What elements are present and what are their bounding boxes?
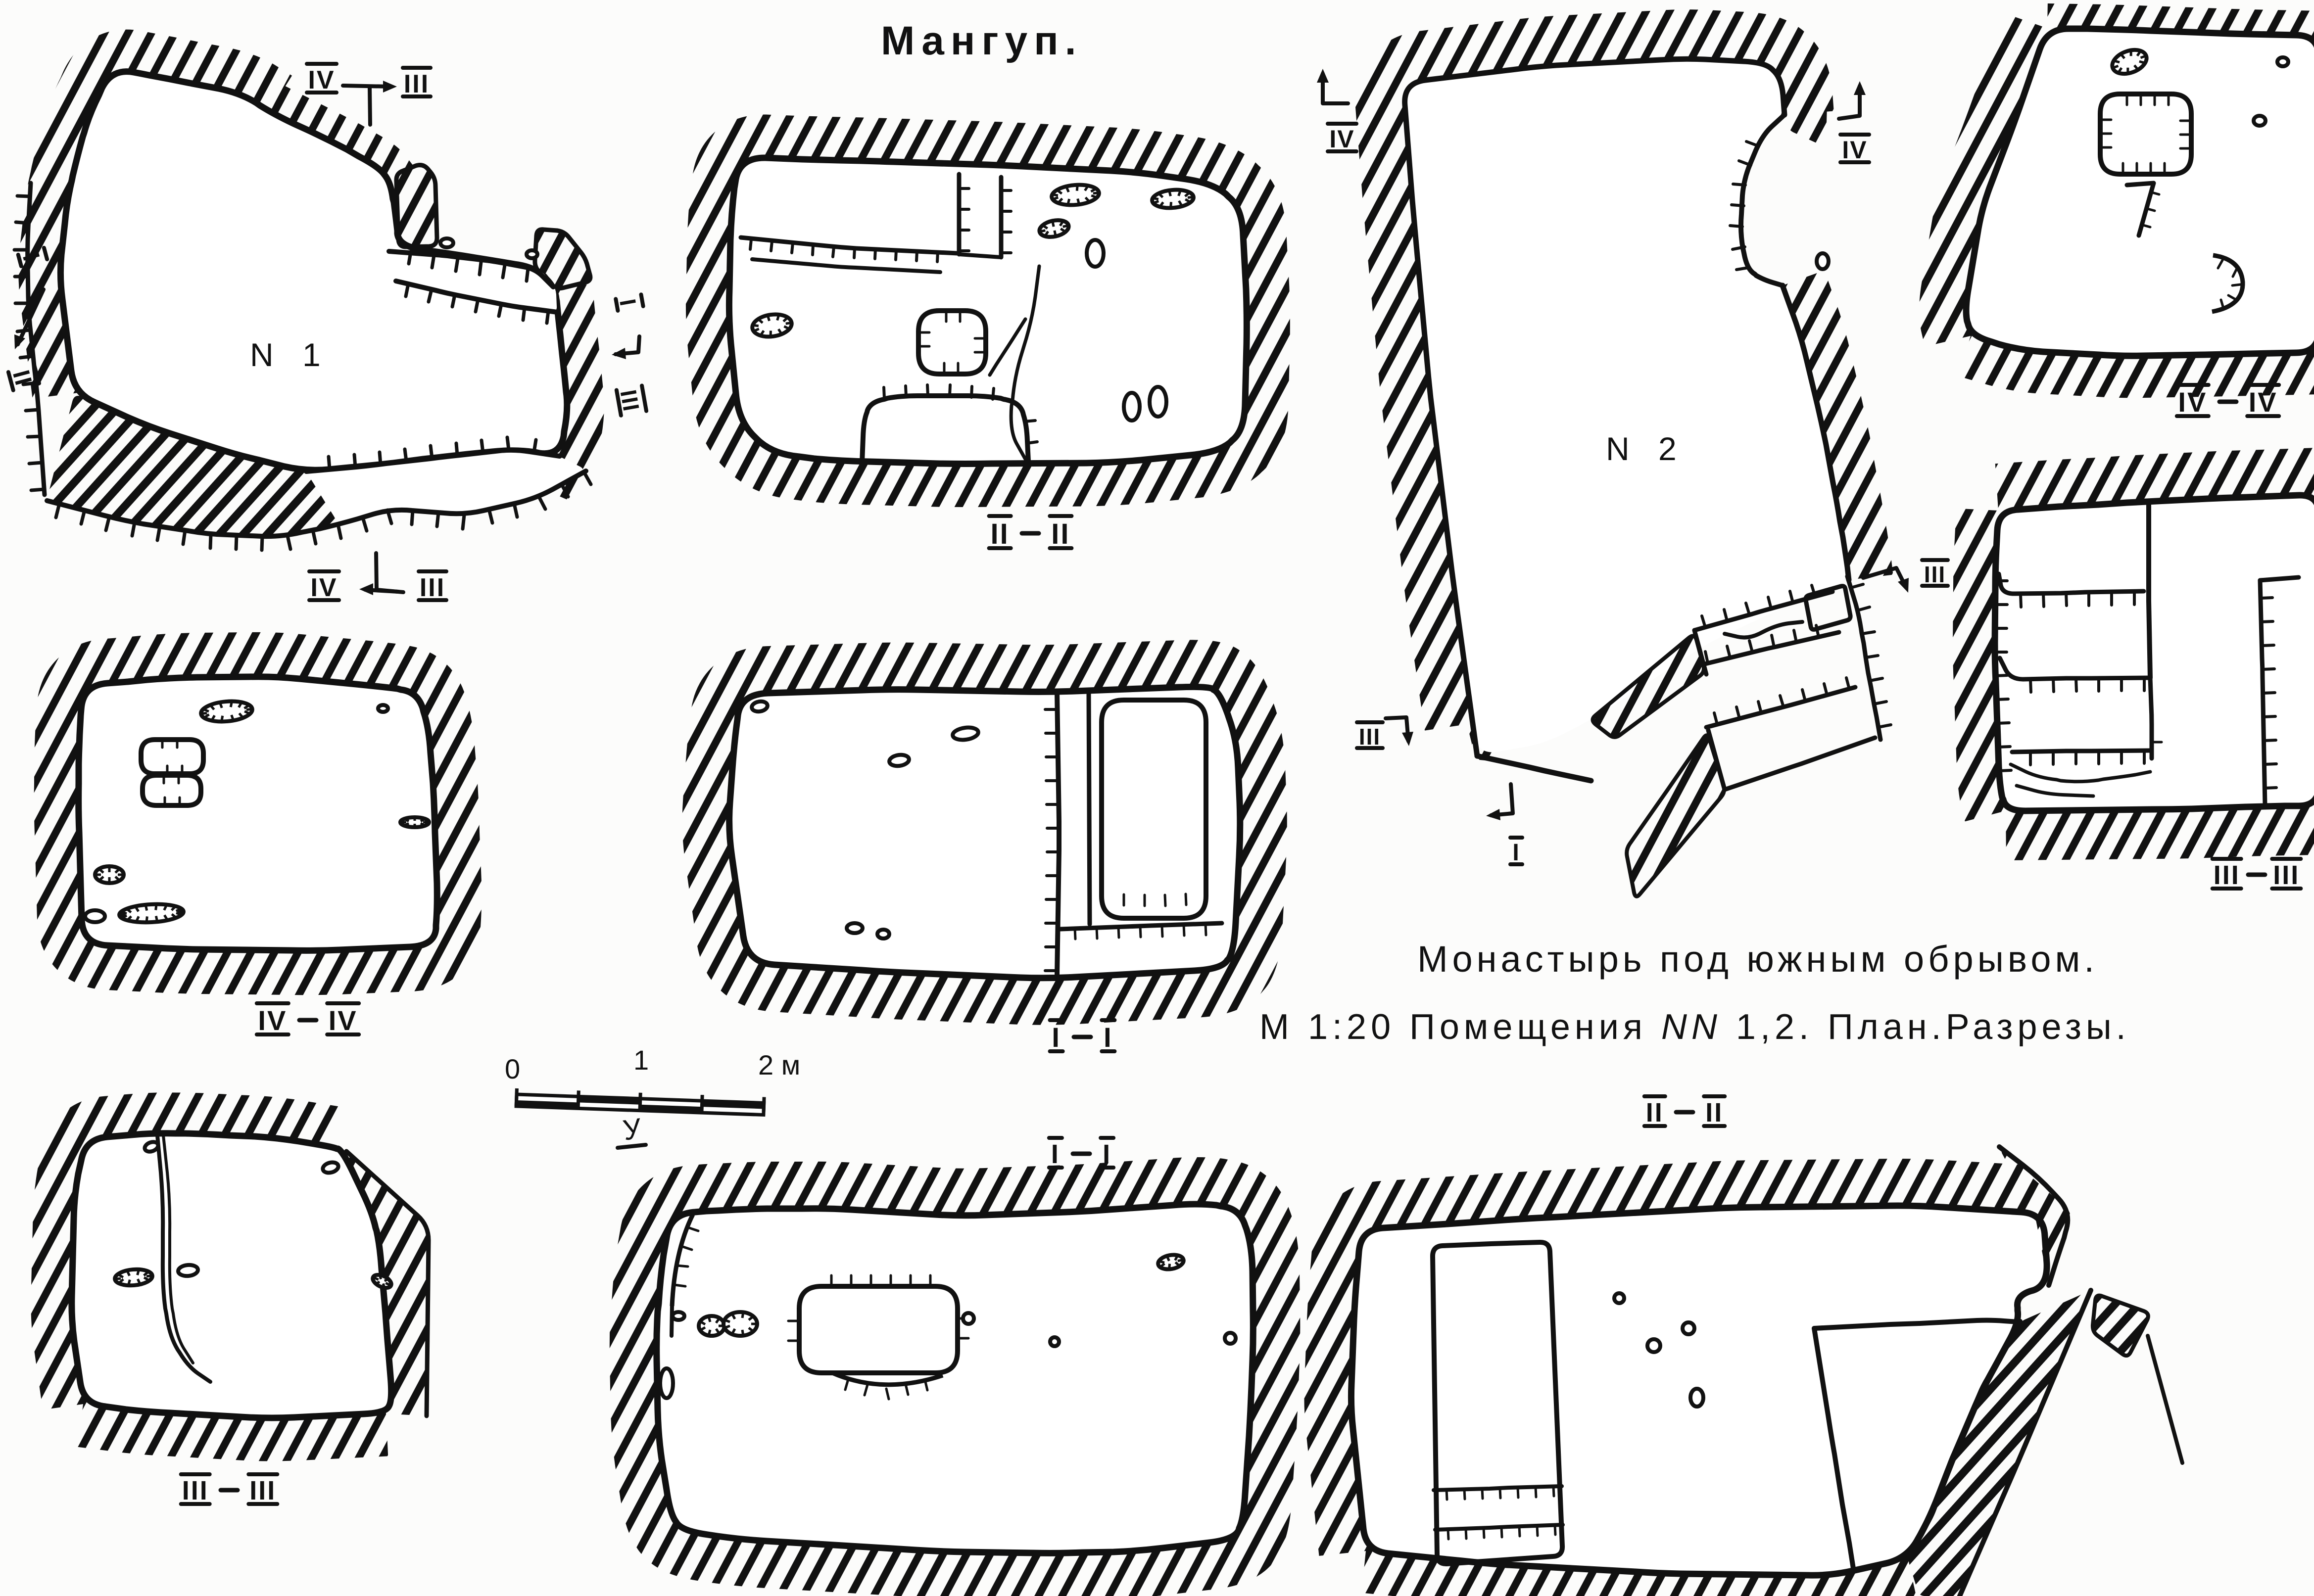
svg-text:М 1:20 Помещения NN 1,2. Пла: М 1:20 Помещения NN 1,2. План.Разрезы. [1259,1007,2130,1047]
svg-text:III: III [420,573,445,602]
svg-text:2 м: 2 м [758,1049,800,1080]
svg-text:IV: IV [2178,386,2207,418]
svg-text:III: III [249,1476,276,1505]
svg-text:III: III [1359,724,1381,750]
svg-text:II: II [1705,1098,1723,1127]
svg-text:N 2: N 2 [1606,430,1687,467]
svg-text:I: I [1103,1139,1111,1169]
svg-text:III: III [2273,860,2300,890]
svg-text:IV: IV [258,1005,287,1036]
svg-text:I: I [1512,840,1520,866]
svg-text:IV: IV [1329,125,1354,153]
svg-text:N 1: N 1 [250,336,331,373]
svg-text:I: I [1051,1139,1060,1169]
svg-text:III: III [404,70,430,98]
svg-text:I: I [1052,1022,1061,1053]
svg-text:II: II [1051,518,1070,550]
svg-text:0: 0 [505,1053,520,1084]
svg-text:Мангуп.: Мангуп. [881,18,1083,63]
svg-text:IV: IV [310,573,337,602]
svg-text:IV: IV [1842,136,1867,164]
svg-text:II: II [1646,1098,1664,1127]
svg-text:II: II [990,518,1009,550]
svg-text:IV: IV [329,1005,358,1036]
svg-text:Монастырь под южным обрывом.: Монастырь под южным обрывом. [1417,939,2098,980]
svg-text:IV: IV [2249,386,2278,418]
svg-text:I: I [1104,1022,1113,1053]
svg-text:IV: IV [308,66,335,94]
svg-text:III: III [1924,562,1946,587]
svg-text:1: 1 [633,1044,649,1076]
svg-text:III: III [182,1476,209,1505]
svg-text:III: III [2214,860,2240,890]
